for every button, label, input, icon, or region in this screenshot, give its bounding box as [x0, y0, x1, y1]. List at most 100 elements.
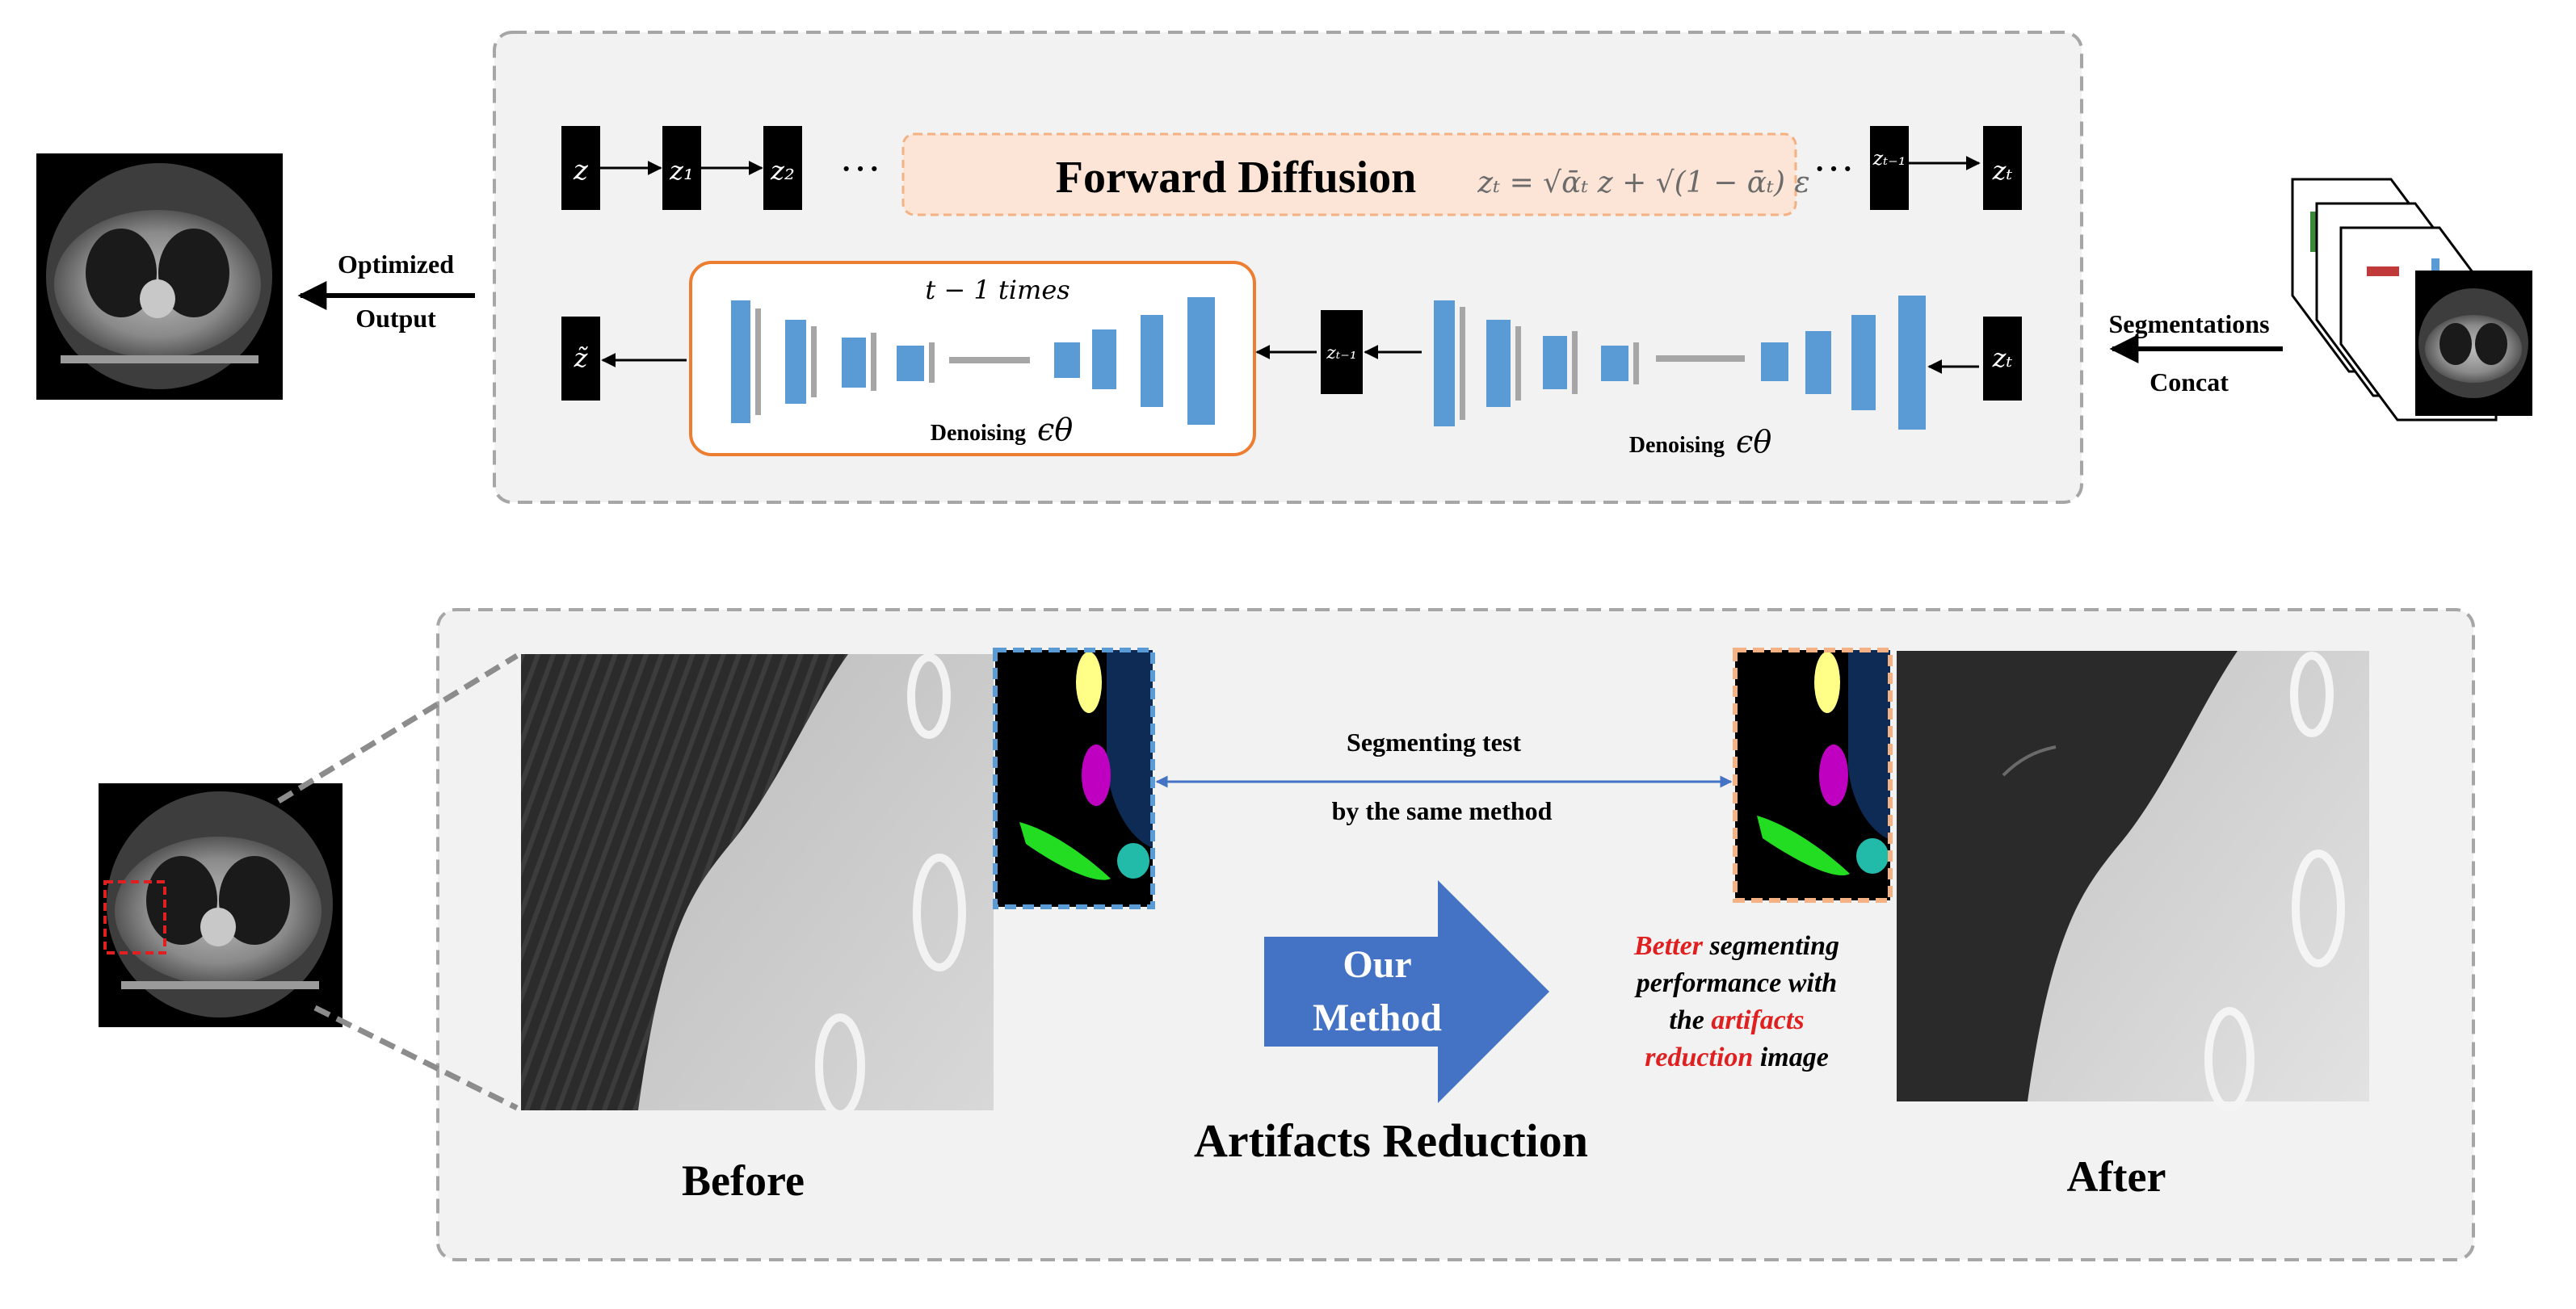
output-ct-heart: [140, 279, 175, 318]
latent-node-zt-label: zₜ: [1992, 155, 2013, 186]
after-seg-region-yellow: [1814, 652, 1840, 713]
before-seg-region-navy: [1107, 650, 1153, 848]
latent-node-z-label: z: [573, 154, 589, 187]
unet-right-gray-2: [1515, 326, 1521, 401]
denoising-label-left: Denoising ϵθ: [931, 412, 1074, 447]
epsilon-theta-right: ϵθ: [1736, 424, 1771, 459]
stack-front-ct-lung-left: [2439, 323, 2472, 365]
noisy-latent-node: [1983, 317, 2022, 401]
zoom-region-marker: [103, 880, 166, 954]
chain-ellipsis-left: ···: [839, 146, 881, 192]
before-image-tissue: [638, 654, 994, 1110]
latent-node-z2-label: z₂: [770, 155, 795, 186]
after-image-bone-ring-1: [2292, 850, 2345, 967]
latent-node-z2: [763, 126, 802, 210]
unet-left-gray-1: [755, 308, 761, 415]
unet-right-bottleneck: [1656, 355, 1745, 362]
stack-front-ct-lung-right: [2475, 323, 2507, 365]
latent-node-z1-label: z₁: [669, 155, 694, 186]
unet-right-block-4: [1601, 346, 1628, 381]
unet-right-gray-3: [1572, 331, 1578, 394]
before-segmentation-image: [993, 648, 1155, 909]
unet-left-gray-3: [871, 333, 876, 391]
before-image-bone-ring-1: [913, 854, 966, 971]
segmentation-stack-input: [2291, 178, 2532, 422]
caption-highlight-reduction: reduction: [1645, 1043, 1753, 1072]
bottom-panel: Segmenting test by the same method Our M…: [99, 608, 2475, 1261]
performance-caption-line3: the artifacts: [1669, 1005, 1804, 1035]
thumbnail-ct-image: [99, 783, 342, 1027]
unet-left-gray-4: [929, 342, 935, 383]
top-panel: z z₁ z₂ ··· Forward Diffusion zₜ = √ᾱₜ z…: [493, 31, 2083, 504]
input-label-line1: Segmentations: [2108, 309, 2269, 338]
intermediate-latent-node-label: zₜ₋₁: [1326, 343, 1356, 363]
unet-left-gray-2: [811, 326, 817, 397]
after-seg-region-navy: [1848, 650, 1890, 840]
unet-right-block-2: [1486, 320, 1511, 407]
unet-left-block-4: [897, 346, 924, 381]
after-segmentation-image: [1733, 648, 1893, 903]
segmenting-test-line2: by the same method: [1332, 796, 1553, 825]
before-seg-dashed-border: [993, 648, 1155, 909]
unet-left-bottleneck: [949, 357, 1030, 363]
after-seg-region-teal: [1856, 838, 1889, 874]
after-image-tissue: [2028, 651, 2369, 1101]
zoom-guide-bottom: [313, 1005, 519, 1111]
unet-right-block-5: [1761, 342, 1788, 381]
latent-node-z: [561, 126, 600, 210]
after-image-bone-ring-2: [2290, 652, 2334, 737]
performance-caption-line4: reduction image: [1645, 1043, 1829, 1072]
our-method-arrow: [1264, 880, 1549, 1103]
thumbnail-ct-lung-right: [219, 856, 290, 945]
before-seg-region-teal: [1117, 843, 1149, 879]
before-image: [521, 653, 994, 1118]
stack-layer-3-seg-red: [2367, 266, 2399, 276]
thumbnail-ct-table: [121, 981, 319, 989]
stack-front-ct-body: [2425, 315, 2522, 383]
noisy-latent-node-label: zₜ: [1992, 342, 2013, 373]
after-image-vessel: [2002, 745, 2057, 777]
denoising-word-left: Denoising: [931, 421, 1026, 446]
input-label-line2: Concat: [2149, 367, 2229, 396]
unet-right-block-8: [1898, 296, 1926, 430]
forward-diffusion-formula: zₜ = √ᾱₜ z + √(1 − ᾱₜ) ε: [1477, 166, 1809, 199]
forward-diffusion-box: [901, 132, 1797, 216]
caption-highlight-artifacts: artifacts: [1711, 1005, 1804, 1035]
unet-left-block-5: [1054, 342, 1080, 378]
denoising-label-right: Denoising ϵθ: [1629, 424, 1772, 459]
caption-highlight-better: Better: [1633, 931, 1704, 961]
unet-left-block-1: [731, 300, 750, 423]
repeat-times-label: t − 1 times: [925, 275, 1069, 305]
after-label: After: [2067, 1152, 2166, 1201]
epsilon-theta-left: ϵθ: [1037, 412, 1073, 447]
unet-right-gray-4: [1633, 342, 1639, 384]
output-latent-node: [561, 317, 600, 401]
after-seg-region-magenta: [1819, 745, 1848, 806]
after-image-bone-ring-3: [2204, 1007, 2255, 1112]
unet-left: [731, 297, 1215, 425]
denoising-word-right: Denoising: [1629, 433, 1725, 458]
unet-left-block-2: [785, 320, 806, 404]
optimized-output-ct-image: [36, 153, 283, 400]
caption-segmenting: segmenting: [1703, 931, 1839, 961]
before-label: Before: [682, 1156, 805, 1205]
forward-chain: z z₁ z₂ ··· Forward Diffusion zₜ = √ᾱₜ z…: [561, 126, 2022, 216]
thumbnail-ct-heart: [200, 908, 236, 946]
after-seg-region-green: [1757, 816, 1850, 876]
performance-caption-line1: Better segmenting: [1633, 931, 1839, 961]
thumbnail-ct-lung-left: [146, 856, 217, 945]
unet-right: [1434, 296, 1926, 430]
before-image-bone-ring-3: [815, 1013, 865, 1118]
after-image: [1897, 651, 2369, 1112]
latent-node-zt-1: [1870, 126, 1909, 210]
segmenting-test-line1: Segmenting test: [1347, 728, 1521, 757]
latent-node-zt-1-label: zₜ₋₁: [1872, 147, 1906, 170]
unet-left-block-8: [1187, 297, 1215, 425]
caption-the: the: [1669, 1005, 1711, 1035]
unet-right-gray-1: [1460, 307, 1465, 420]
output-ct-table: [61, 355, 258, 363]
forward-diffusion-label: Forward Diffusion: [1056, 153, 1416, 203]
artifacts-reduction-label: Artifacts Reduction: [1194, 1114, 1588, 1167]
